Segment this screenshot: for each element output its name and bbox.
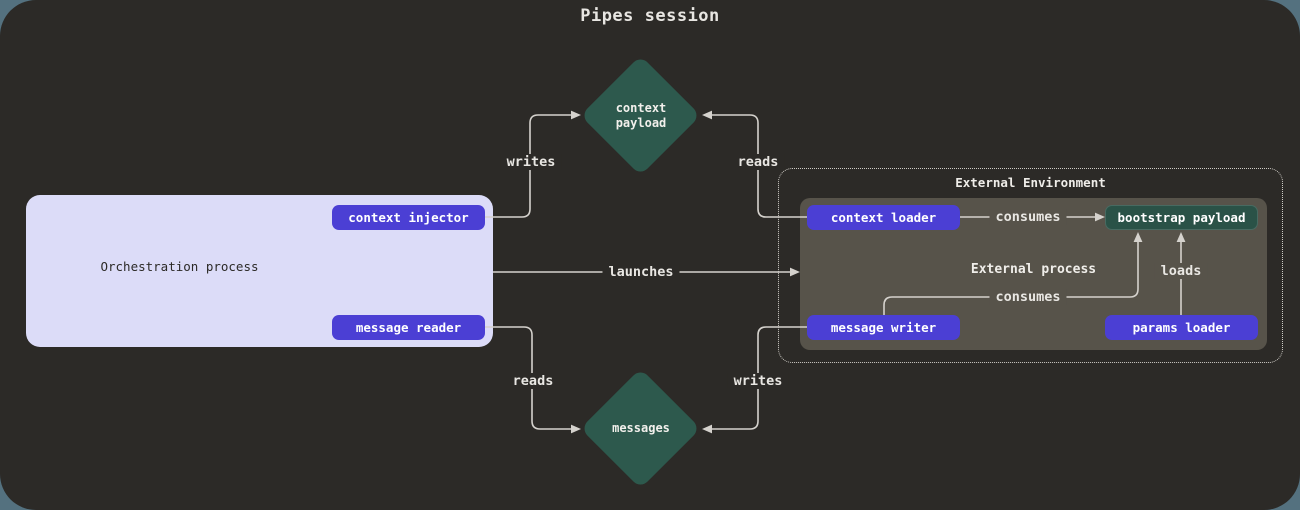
message-reader-node: message reader [332,315,485,340]
context-injector-node: context injector [332,205,485,230]
edge-label-consumes-bottom: consumes [989,289,1067,305]
bootstrap-payload-node: bootstrap payload [1105,205,1258,230]
context-payload-label: context payload [615,101,667,130]
context-loader-node: context loader [807,205,960,230]
diagram-title: Pipes session [580,6,720,26]
edge-label-loads: loads [1154,263,1208,279]
external-environment-label: External Environment [955,175,1106,190]
edge-label-writes-bottom: writes [727,373,789,389]
edge-label-reads-bottom: reads [506,373,560,389]
orchestration-process-panel: Orchestration process context injector m… [26,195,493,347]
edge-label-writes-top: writes [500,154,562,170]
edge-label-consumes-top: consumes [989,209,1067,225]
message-writer-node: message writer [807,315,960,340]
params-loader-node: params loader [1105,315,1258,340]
messages-label: messages [612,421,670,435]
edge-label-launches: launches [602,264,680,280]
edge-label-reads-top: reads [731,154,785,170]
orchestration-process-label: Orchestration process [100,259,259,274]
